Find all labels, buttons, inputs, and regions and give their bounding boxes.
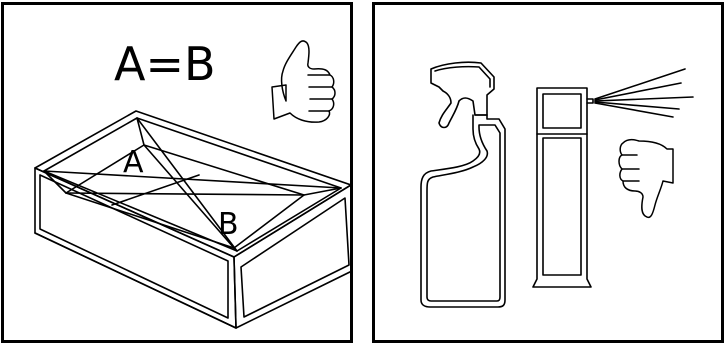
spray-mist-icon bbox=[594, 68, 694, 118]
left-panel: A=B A B bbox=[1, 2, 353, 343]
thumbs-up-icon bbox=[271, 40, 336, 123]
label-b: B bbox=[218, 207, 239, 242]
right-panel bbox=[372, 2, 724, 343]
thumbs-down-icon bbox=[618, 138, 674, 219]
label-a: A bbox=[123, 145, 144, 180]
diagonal-b bbox=[43, 170, 342, 189]
spray-bottle-icon bbox=[420, 61, 506, 308]
tray-front-wall-inner bbox=[39, 174, 229, 319]
spray-products-diagram bbox=[420, 61, 694, 308]
tray-diagram bbox=[34, 110, 350, 329]
equation-label: A=B bbox=[114, 37, 216, 91]
aerosol-can-icon bbox=[532, 87, 594, 288]
diagonal-a bbox=[136, 117, 238, 252]
tray-side-wall-inner bbox=[240, 197, 350, 318]
tray-side-wall bbox=[233, 184, 350, 329]
